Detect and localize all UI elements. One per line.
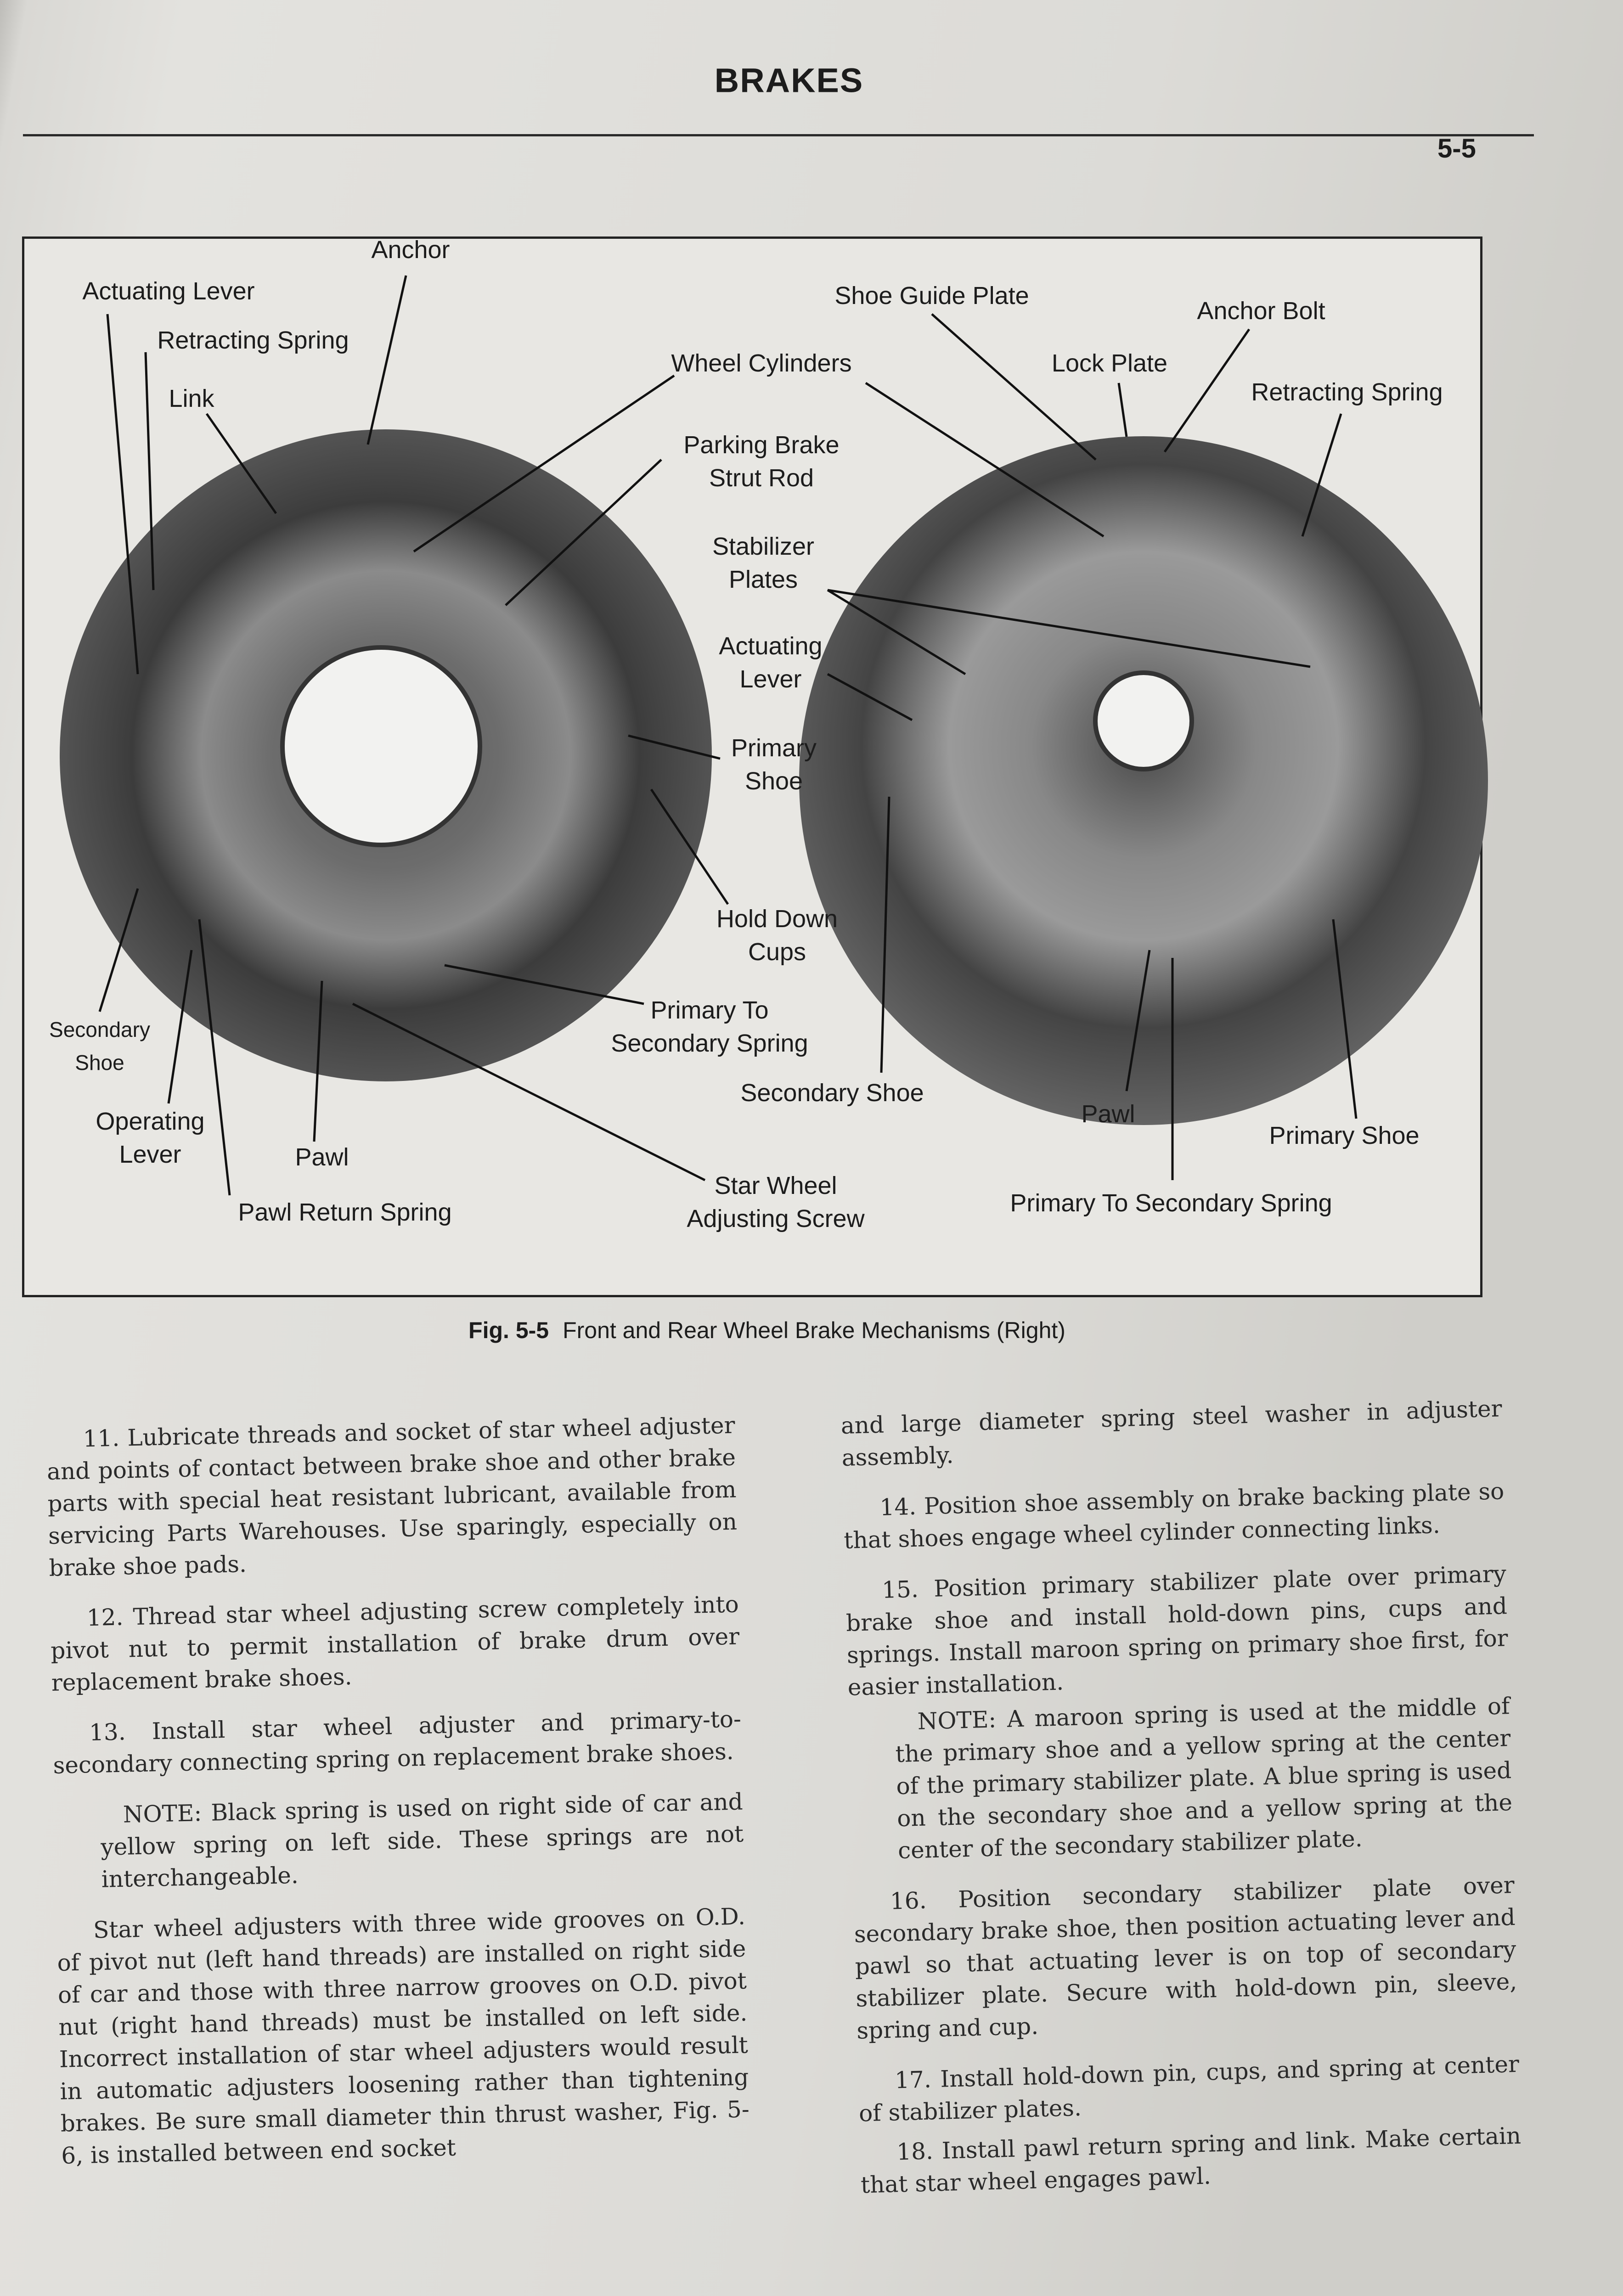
label-line: Shoe [75, 1051, 124, 1075]
step-17: 17. Install hold-down pin, cups, and spr… [858, 2050, 1520, 2127]
continued-paragraph: and large diameter spring steel washer i… [840, 1395, 1503, 1471]
label-line: Secondary Spring [611, 1030, 808, 1057]
label-line: Adjusting Screw [687, 1205, 865, 1232]
label-line: Primary [731, 734, 817, 762]
label-link: Link [169, 385, 214, 412]
label-line: Secondary [49, 1018, 150, 1041]
label-primary-to-secondary-spring-right: Primary To Secondary Spring [1010, 1189, 1332, 1217]
page-number: 5-5 [1437, 134, 1476, 163]
label-line: Operating [96, 1108, 205, 1135]
leader-lines [98, 275, 1358, 1196]
label-primary-to-secondary-spring-left: Primary To Secondary Spring [611, 994, 808, 1060]
label-retracting-spring-left: Retracting Spring [157, 326, 349, 354]
right-text-column: and large diameter spring steel washer i… [840, 1392, 1522, 2201]
label-lock-plate: Lock Plate [1051, 349, 1168, 377]
step-16: 16. Position secondary stabilizer plate … [854, 1871, 1517, 2044]
label-secondary-shoe-right: Secondary Shoe [740, 1079, 924, 1107]
label-pawl-return-spring: Pawl Return Spring [238, 1199, 452, 1226]
label-line: Stabilizer [712, 533, 815, 560]
label-line: Strut Rod [709, 464, 814, 492]
front-hub-opening [280, 645, 482, 847]
label-pawl-left: Pawl [295, 1143, 349, 1171]
label-shoe-guide-plate: Shoe Guide Plate [834, 282, 1029, 310]
step-18: 18. Install pawl return spring and link.… [860, 2122, 1522, 2199]
rear-axle-opening [1093, 670, 1194, 771]
label-pawl-right: Pawl [1081, 1100, 1135, 1128]
header-rule [23, 134, 1534, 136]
note-spring-color: NOTE: Black spring is used on right side… [100, 1788, 744, 1893]
figure-number: Fig. 5-5 [468, 1317, 549, 1343]
rear-wheel-brake-photo [799, 436, 1488, 1125]
label-actuating-lever-left: Actuating Lever [82, 277, 255, 305]
label-anchor: Anchor [371, 236, 450, 264]
label-line: Star Wheel [714, 1172, 837, 1199]
figure-caption-text: Front and Rear Wheel Brake Mechanisms (R… [563, 1317, 1065, 1343]
label-line: Lever [739, 665, 802, 693]
figure-caption: Fig. 5-5 Front and Rear Wheel Brake Mecha… [468, 1317, 1065, 1344]
star-wheel-adjuster-paragraph: Star wheel adjusters with three wide gro… [57, 1903, 750, 2169]
label-line: Cups [748, 938, 806, 966]
section-title: BRAKES [714, 61, 864, 100]
label-line: Parking Brake [683, 431, 840, 459]
step-11: 11. Lubricate threads and socket of star… [46, 1412, 738, 1581]
front-wheel-brake-photo [60, 429, 712, 1081]
step-13: 13. Install star wheel adjuster and prim… [52, 1705, 742, 1779]
step-15: 15. Position primary stabilizer plate ov… [845, 1560, 1509, 1701]
step-12: 12. Thread star wheel adjusting screw co… [50, 1591, 740, 1696]
label-line: Lever [119, 1141, 181, 1168]
label-line: Plates [728, 566, 798, 593]
step-14: 14. Position shoe assembly on brake back… [843, 1478, 1505, 1554]
left-text-column: 11. Lubricate threads and socket of star… [46, 1409, 750, 2172]
label-anchor-bolt: Anchor Bolt [1197, 297, 1325, 325]
label-wheel-cylinders: Wheel Cylinders [671, 349, 852, 377]
label-retracting-spring-right: Retracting Spring [1251, 378, 1443, 406]
note-maroon-spring: NOTE: A maroon spring is used at the mid… [895, 1693, 1513, 1864]
label-line: Primary To [650, 996, 769, 1024]
label-line: Hold Down [716, 905, 838, 933]
label-line: Shoe [744, 767, 803, 795]
label-primary-shoe-right: Primary Shoe [1269, 1122, 1420, 1149]
label-line: Actuating [719, 632, 823, 660]
